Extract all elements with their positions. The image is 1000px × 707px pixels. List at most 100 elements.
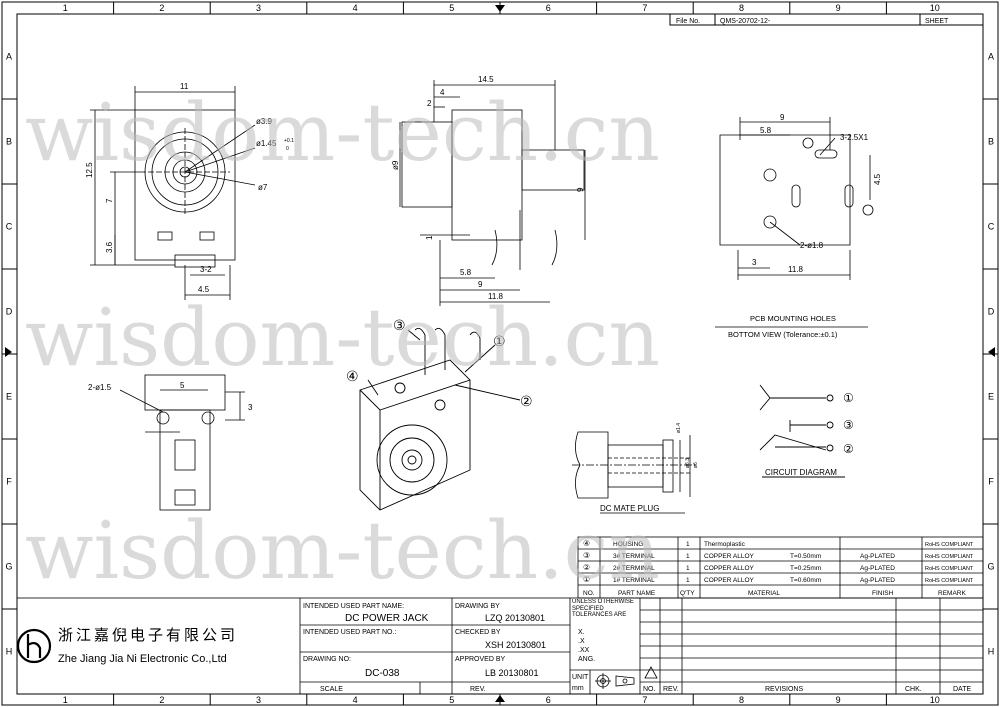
bom-header-remark: REMARK bbox=[938, 590, 966, 597]
bom-header-no: NO. bbox=[583, 590, 595, 597]
dim-pcb-d18: 2-ø1.8 bbox=[800, 241, 824, 250]
row-label-right: G bbox=[987, 562, 994, 572]
part-no-label: INTENDED USED PART NO.: bbox=[303, 629, 396, 636]
front-view bbox=[90, 86, 256, 300]
dim-side-118: 11.8 bbox=[488, 292, 504, 301]
title-block bbox=[16, 597, 984, 695]
revisions-header: REVISIONS bbox=[765, 686, 803, 693]
pcb-subtitle: BOTTOM VIEW (Tolerance:±0.1) bbox=[728, 330, 838, 339]
rev-label: REV. bbox=[470, 686, 486, 693]
unit-value: mm bbox=[572, 685, 584, 692]
bom-finish: Ag-PLATED bbox=[860, 553, 895, 560]
col-label-top: 3 bbox=[256, 3, 261, 13]
plug-caption: DC MATE PLUG bbox=[600, 504, 659, 513]
row-label-left: F bbox=[6, 477, 12, 487]
chk-header: CHK. bbox=[905, 686, 922, 693]
callout-3: ③ bbox=[393, 318, 406, 334]
bom-part: HOUSING bbox=[613, 541, 643, 548]
bom-qty: 1 bbox=[686, 541, 690, 548]
file-value: QMS-20702-12- bbox=[720, 18, 771, 25]
isometric-view bbox=[359, 327, 521, 511]
row-label-right: A bbox=[988, 52, 994, 62]
col-label-top: 1 bbox=[63, 3, 68, 13]
dim-side-145: 14.5 bbox=[478, 75, 494, 84]
dim-front-d7: ø7 bbox=[258, 183, 268, 192]
bottom-view bbox=[119, 374, 245, 511]
tol-x: X. bbox=[578, 629, 585, 636]
pcb-title: PCB MOUNTING HOLES bbox=[750, 314, 836, 323]
circuit-pin-1: ① bbox=[843, 391, 854, 405]
col-label-bottom: 7 bbox=[642, 695, 647, 705]
sheet-label: SHEET bbox=[925, 18, 949, 25]
bom-remark: RoHS COMPLIANT bbox=[925, 554, 974, 560]
watermark-2: wisdom-tech.cn bbox=[25, 291, 660, 384]
circuit-diagram bbox=[759, 384, 845, 478]
dim-side-1: 1 bbox=[425, 235, 434, 240]
col-label-top: 5 bbox=[449, 3, 454, 13]
part-name: DC POWER JACK bbox=[345, 613, 429, 624]
row-label-left: B bbox=[6, 137, 12, 147]
approved-by-label: APPROVED BY bbox=[455, 656, 506, 663]
row-label-right: C bbox=[988, 222, 995, 232]
checked-by-value: XSH 20130801 bbox=[485, 640, 546, 650]
checked-by-label: CHECKED BY bbox=[455, 629, 501, 636]
dim-front-d39: ø3.9 bbox=[256, 117, 273, 126]
bom-table bbox=[577, 536, 984, 599]
dim-pcb-slot: 3-2.5X1 bbox=[840, 133, 869, 142]
center-arrows bbox=[5, 5, 995, 702]
dim-front-45: 4.5 bbox=[198, 285, 210, 294]
tol-ang: ANG. bbox=[578, 656, 595, 663]
bom-no: ④ bbox=[583, 539, 590, 548]
dim-side-9b: 9 bbox=[478, 280, 483, 289]
dim-front-7: 7 bbox=[105, 198, 114, 203]
col-label-bottom: 9 bbox=[836, 695, 841, 705]
col-label-bottom: 1 bbox=[63, 695, 68, 705]
col-label-bottom: 6 bbox=[546, 695, 551, 705]
dim-pcb-3: 3 bbox=[752, 258, 757, 267]
bom-finish: Ag-PLATED bbox=[860, 565, 895, 572]
row-label-left: A bbox=[6, 52, 12, 62]
callout-2: ② bbox=[520, 394, 533, 410]
date-header: DATE bbox=[953, 686, 971, 693]
watermark-3: wisdom-tech.cn bbox=[25, 504, 660, 597]
bom-spec: T=0.50mm bbox=[790, 553, 821, 560]
dim-front-11: 11 bbox=[180, 82, 189, 91]
company-name-en: Zhe Jiang Jia Ni Electronic Co.,Ltd bbox=[58, 653, 227, 665]
col-label-top: 8 bbox=[739, 3, 744, 13]
bom-no: ③ bbox=[583, 551, 590, 560]
bom-header-qty: Q'TY bbox=[680, 590, 695, 597]
dim-plug-d6: ø6 bbox=[693, 462, 699, 468]
bom-remark: RoHS COMPLIANT bbox=[925, 578, 974, 584]
dc-mate-plug bbox=[572, 431, 695, 499]
col-label-top: 10 bbox=[930, 3, 940, 13]
col-label-top: 2 bbox=[159, 3, 164, 13]
tol-xxx: .XX bbox=[578, 647, 590, 654]
bom-spec: T=0.60mm bbox=[790, 577, 821, 584]
rev-rev-header: REV. bbox=[663, 686, 679, 693]
bom-finish: Ag-PLATED bbox=[860, 577, 895, 584]
dim-pcb-9: 9 bbox=[780, 113, 785, 122]
dim-pcb-58: 5.8 bbox=[760, 126, 772, 135]
callout-1: ① bbox=[493, 334, 506, 350]
row-label-left: G bbox=[5, 562, 12, 572]
tolerance-label: UNLESS OTHERWISE SPECIFIED TOLERANCES AR… bbox=[572, 599, 634, 618]
title-block-text: 浙江嘉倪电子有限公司 Zhe Jiang Jia Ni Electronic C… bbox=[58, 599, 971, 693]
bom-header-material: MATERIAL bbox=[748, 590, 780, 597]
col-label-bottom: 2 bbox=[159, 695, 164, 705]
col-label-bottom: 4 bbox=[353, 695, 358, 705]
bom-spec: T=0.25mm bbox=[790, 565, 821, 572]
unit-label: UNIT bbox=[572, 674, 589, 681]
watermark-1: wisdom-tech.cn bbox=[25, 86, 660, 179]
row-label-right: D bbox=[988, 307, 995, 317]
bom-no: ② bbox=[583, 563, 590, 572]
dim-pcb-45: 4.5 bbox=[873, 173, 882, 185]
bom-qty: 1 bbox=[686, 553, 690, 560]
dim-pcb-118: 11.8 bbox=[788, 265, 804, 274]
callout-4: ④ bbox=[346, 369, 359, 385]
dim-side-58: 5.8 bbox=[460, 268, 472, 277]
bom-remark: RoHS COMPLIANT bbox=[925, 566, 974, 572]
row-label-right: E bbox=[988, 392, 994, 402]
scale-label: SCALE bbox=[320, 686, 343, 693]
